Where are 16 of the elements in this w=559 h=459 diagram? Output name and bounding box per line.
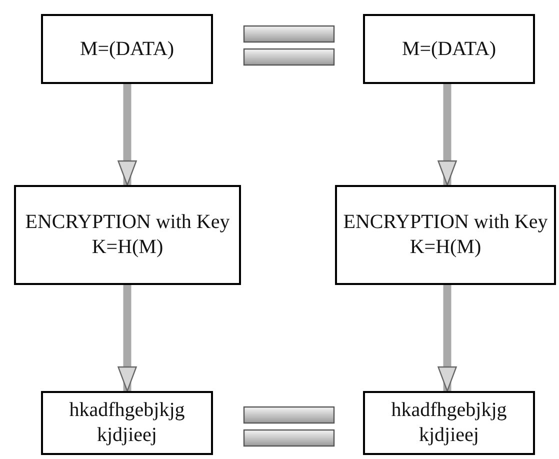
process-box: [41, 391, 213, 455]
process-box: [363, 391, 535, 455]
box-label: hkadfhgebjkjg kjdjieej: [68, 398, 186, 448]
arrow: [438, 84, 457, 186]
process-box: [363, 14, 535, 84]
box-label: ENCRYPTION with Key K=H(M): [24, 210, 231, 260]
arrow: [118, 84, 137, 186]
arrow: [438, 285, 457, 392]
box-label: M=(DATA): [80, 36, 174, 62]
process-box: [335, 185, 556, 285]
box-label: hkadfhgebjkjg kjdjieej: [390, 398, 508, 448]
box-label: ENCRYPTION with Key K=H(M): [342, 210, 549, 260]
process-box: [41, 14, 213, 84]
process-box: [14, 185, 241, 285]
box-label: M=(DATA): [402, 36, 496, 62]
arrow: [118, 285, 137, 392]
